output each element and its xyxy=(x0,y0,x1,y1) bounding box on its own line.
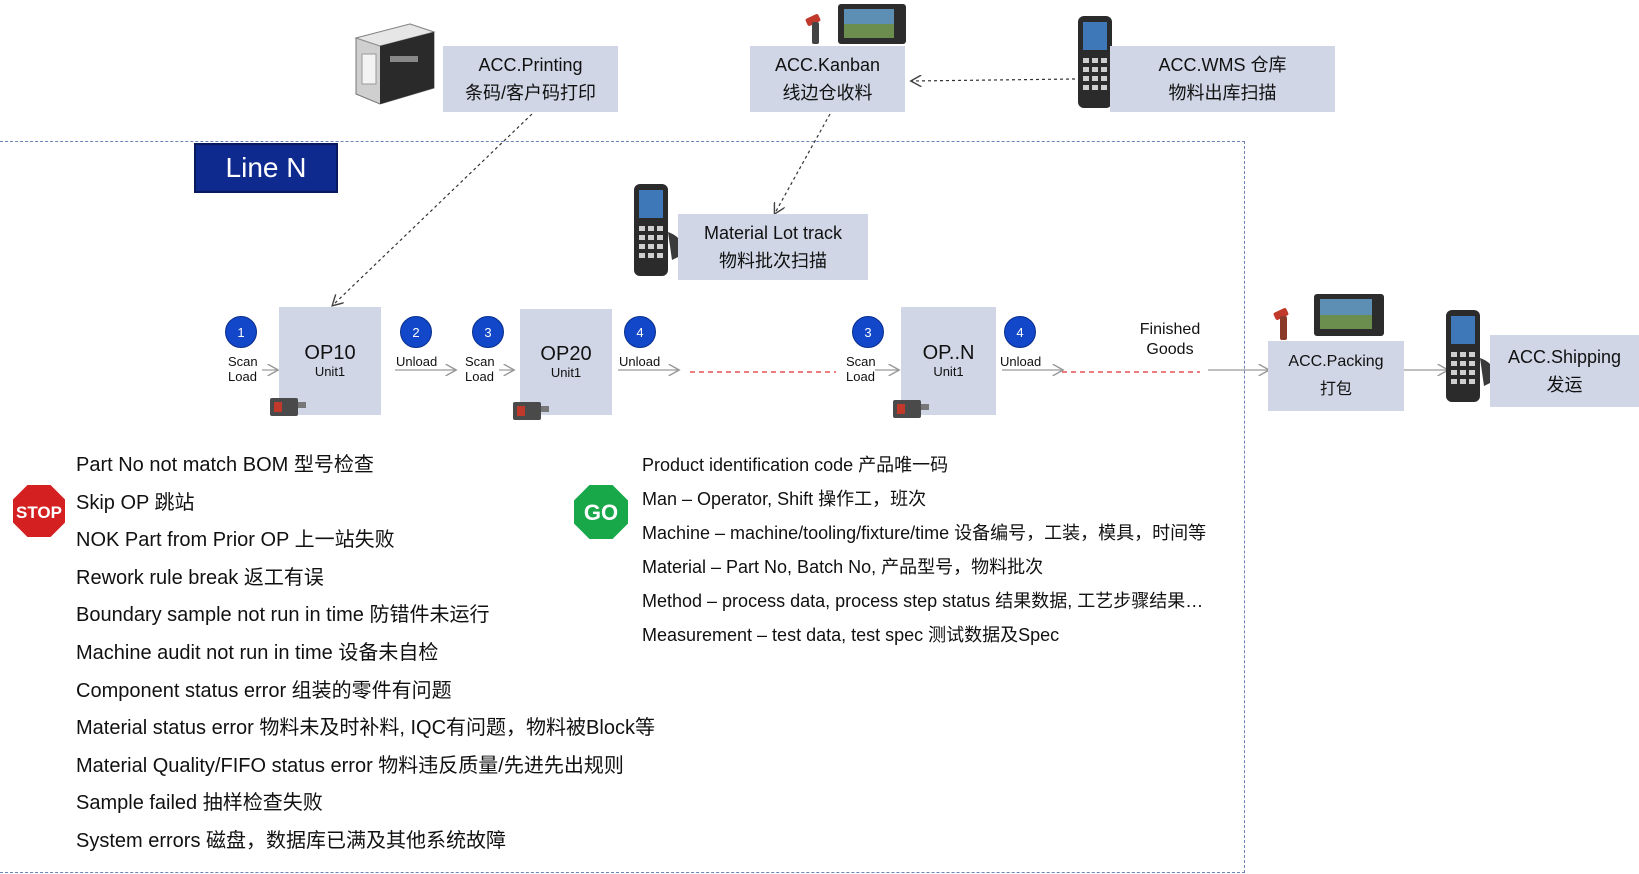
traceability-list: Product identification code 产品唯一码 Man – … xyxy=(642,448,1206,652)
step-badge: 3 xyxy=(472,316,504,348)
shipping-system-box: ACC.Shipping 发运 xyxy=(1490,335,1639,407)
step-label-load: Load xyxy=(228,369,257,384)
go-sign-icon: GO xyxy=(572,483,630,541)
kanban-title: ACC.Kanban xyxy=(774,55,881,75)
step-badge: 2 xyxy=(400,316,432,348)
step-badge: 1 xyxy=(225,316,257,348)
handheld-scanner-icon xyxy=(634,184,682,276)
list-item: Machine – machine/tooling/fixture/time 设… xyxy=(642,523,1207,543)
barcode-scanner-icon xyxy=(893,400,929,418)
line-label: Line N xyxy=(194,143,338,193)
finished-goods-line1: Finished xyxy=(1139,321,1201,338)
step-label-unload: Unload xyxy=(1000,354,1042,369)
lot-track-box: Material Lot track 物料批次扫描 xyxy=(678,214,868,280)
kanban-system-box: ACC.Kanban 线边仓收料 xyxy=(750,46,905,112)
list-item: Part No not match BOM 型号检查 xyxy=(76,454,374,476)
list-item: Material – Part No, Batch No, 产品型号，物料批次 xyxy=(642,557,1044,577)
list-item: Boundary sample not run in time 防错件未运行 xyxy=(76,604,490,627)
printing-subtitle: 条码/客户码打印 xyxy=(464,83,596,103)
list-item: Measurement – test data, test spec 测试数据及… xyxy=(642,625,1060,645)
op-title: OP..N xyxy=(922,342,975,364)
kanban-terminal-icon xyxy=(1273,294,1384,340)
step-label-scan: Scan xyxy=(465,354,495,369)
list-item: Product identification code 产品唯一码 xyxy=(642,455,949,475)
label-printer-icon xyxy=(354,23,436,105)
lot-track-subtitle: 物料批次扫描 xyxy=(719,251,827,271)
op-unit: Unit1 xyxy=(314,364,346,379)
list-item: Man – Operator, Shift 操作工，班次 xyxy=(642,489,927,509)
go-sign-text: GO xyxy=(584,500,618,525)
packing-subtitle: 打包 xyxy=(1319,381,1352,398)
op-unit: Unit1 xyxy=(550,365,582,380)
line-frame xyxy=(0,141,1245,873)
printing-title: ACC.Printing xyxy=(478,55,583,75)
wms-system-box: ACC.WMS 仓库 物料出库扫描 xyxy=(1110,46,1335,112)
finished-goods-line2: Goods xyxy=(1146,341,1194,358)
packing-title: ACC.Packing xyxy=(1288,353,1384,370)
stop-conditions-list: Part No not match BOM 型号检查 Skip OP 跳站 NO… xyxy=(76,447,655,861)
op-station-box: OP..N Unit1 xyxy=(901,307,996,415)
list-item: Material Quality/FIFO status error 物料违反质… xyxy=(76,754,624,777)
printing-to-op10-arrow xyxy=(333,113,533,305)
stop-sign-text: STOP xyxy=(16,503,62,522)
step-label-load: Load xyxy=(465,369,494,384)
step-badge: 4 xyxy=(624,316,656,348)
wms-title: ACC.WMS 仓库 xyxy=(1158,55,1287,75)
list-item: NOK Part from Prior OP 上一站失败 xyxy=(76,529,395,552)
kanban-terminal-icon xyxy=(805,4,906,44)
step-label-scan: Scan xyxy=(846,354,876,369)
op-unit: Unit1 xyxy=(933,364,964,379)
wms-to-kanban-arrow xyxy=(912,79,1076,81)
list-item: Sample failed 抽样检查失败 xyxy=(76,792,323,815)
list-item: Skip OP 跳站 xyxy=(76,491,195,514)
step-badge: 4 xyxy=(1004,316,1036,348)
list-item: Component status error 组装的零件有问题 xyxy=(76,679,452,702)
step-label-unload: Unload xyxy=(619,354,661,369)
wms-subtitle: 物料出库扫描 xyxy=(1168,83,1277,103)
finished-goods-label: Finished Goods xyxy=(1130,320,1210,360)
step-label-scan: Scan xyxy=(228,354,258,369)
barcode-scanner-icon xyxy=(270,398,306,416)
step-label-load: Load xyxy=(846,369,875,384)
op-station-box: OP10 Unit1 xyxy=(279,307,381,415)
op-title: OP10 xyxy=(304,342,356,364)
kanban-subtitle: 线边仓收料 xyxy=(782,83,873,103)
printing-system-box: ACC.Printing 条码/客户码打印 xyxy=(443,46,618,112)
lot-track-title: Material Lot track xyxy=(703,223,843,243)
list-item: Material status error 物料未及时补料, IQC有问题，物料… xyxy=(76,717,655,740)
packing-system-box: ACC.Packing 打包 xyxy=(1268,341,1404,411)
op-title: OP20 xyxy=(540,343,592,365)
barcode-scanner-icon xyxy=(513,402,549,420)
kanban-to-lot-arrow xyxy=(775,113,831,213)
list-item: Rework rule break 返工有误 xyxy=(76,566,324,589)
shipping-title: ACC.Shipping xyxy=(1507,347,1622,367)
list-item: System errors 磁盘，数据库已满及其他系统故障 xyxy=(76,829,507,852)
step-label-unload: Unload xyxy=(396,354,438,369)
list-item: Machine audit not run in time 设备未自检 xyxy=(76,641,439,664)
step-badge: 3 xyxy=(852,316,884,348)
stop-sign-icon: STOP xyxy=(11,483,67,539)
shipping-subtitle: 发运 xyxy=(1546,375,1583,395)
op-station-box: OP20 Unit1 xyxy=(520,309,612,415)
list-item: Method – process data, process step stat… xyxy=(642,591,1204,611)
handheld-scanner-icon xyxy=(1446,310,1494,402)
